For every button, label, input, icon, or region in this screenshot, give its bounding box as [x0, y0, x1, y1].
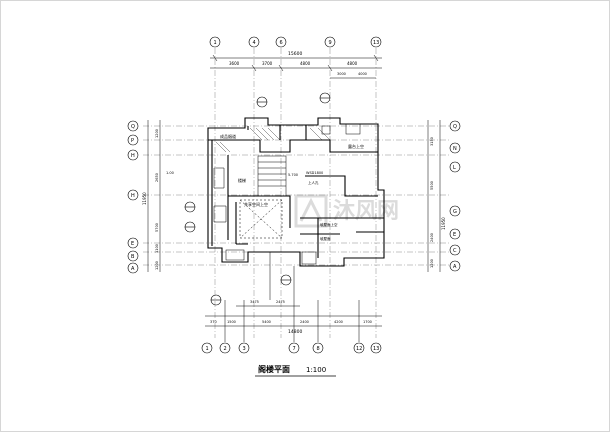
dim-right-seg-3: 2400 — [430, 233, 434, 242]
dim-left-seg-1: 1200 — [155, 129, 159, 138]
dim-bottom-total: 14800 — [288, 329, 302, 335]
axis-top-4: 9 — [329, 40, 332, 46]
dim-left-total: 11950 — [142, 192, 147, 205]
roof-hatching — [215, 127, 331, 153]
axis-right-1: Q — [453, 124, 457, 130]
label-shared-void: 共享空间上空 — [244, 201, 268, 207]
watermark-text: 沐风网 — [333, 199, 399, 224]
axis-bubbles-right — [449, 120, 461, 272]
axis-left-5: E — [131, 241, 134, 247]
axis-right-5: E — [453, 232, 456, 238]
interior-details — [213, 123, 361, 300]
dim-right-seg-1: 3150 — [430, 137, 434, 146]
label-flue: 成品烟道 — [220, 133, 236, 139]
axis-bubbles-bottom — [201, 342, 382, 354]
dim-top-seg-3: 4800 — [300, 61, 311, 66]
dim-left-seg-3: 5700 — [155, 223, 159, 232]
axis-bottom-1: 1 — [206, 346, 209, 352]
dim-right-total: 11950 — [441, 217, 446, 230]
label-slope: 坡屋面 — [320, 236, 331, 241]
axis-left-6: B — [131, 254, 135, 260]
dim-right-seg-4: 1200 — [430, 259, 434, 268]
building-walls — [207, 117, 385, 267]
axis-bubbles-top — [209, 36, 382, 48]
detail-callout-icon — [184, 92, 331, 306]
drawing-scale: 1:100 — [306, 366, 326, 374]
dim-top-inner-1: 3000 — [337, 72, 346, 76]
dim-bottom-seg-3: 5400 — [262, 320, 271, 324]
bottom-dimensions — [205, 300, 382, 342]
dim-top-total: 15600 — [288, 51, 302, 57]
top-dimensions — [210, 54, 382, 79]
dim-right-seg-2: 5500 — [430, 181, 434, 190]
label-level: 5.700 — [288, 173, 298, 177]
label-left-note: 1.00 — [166, 171, 174, 175]
axis-left-2: P — [131, 138, 134, 144]
label-stair: 楼梯 — [238, 177, 246, 183]
axis-right-4: G — [453, 209, 457, 215]
axis-bottom-5: 8 — [317, 346, 320, 352]
label-hatch: 上人孔 — [308, 180, 319, 185]
grid-lines — [143, 48, 450, 338]
left-dimensions — [147, 120, 161, 272]
axis-right-7: A — [453, 264, 457, 270]
axis-top-5: 13 — [373, 40, 379, 46]
right-dimensions — [427, 120, 441, 272]
axis-top-3: 6 — [280, 40, 283, 46]
label-terrace-void: 露台上空 — [348, 143, 364, 149]
dim-bottom-seg-6: 1700 — [363, 320, 372, 324]
dim-top-seg-1: 3600 — [229, 61, 240, 66]
dim-bottom-seg-2: 1500 — [227, 320, 236, 324]
dim-left-seg-5: 1200 — [155, 261, 159, 270]
dim-bottom-seg-4: 2400 — [300, 320, 309, 324]
axis-right-3: L — [453, 165, 456, 171]
axis-left-7: A — [131, 266, 135, 272]
dim-top-seg-2: 3700 — [262, 61, 273, 66]
dim-bottom-seg-1: 370 — [210, 320, 217, 324]
axis-left-3: H — [131, 153, 135, 159]
dim-left-seg-4: 1100 — [155, 244, 159, 253]
dim-bottom-inner-2: 2475 — [276, 300, 285, 304]
axis-bottom-4: 7 — [293, 346, 296, 352]
dim-left-seg-2: 2650 — [155, 173, 159, 182]
axis-top-1: 1 — [214, 40, 217, 46]
axis-bottom-3: 3 — [243, 346, 246, 352]
label-slope-void: 坡屋面上空 — [320, 222, 338, 227]
dim-top-seg-4: 4800 — [347, 61, 358, 66]
axis-bubbles-left — [127, 120, 139, 274]
axis-right-2: N — [453, 146, 457, 152]
axis-right-6: C — [453, 248, 457, 254]
dim-bottom-seg-5: 4200 — [334, 320, 343, 324]
axis-bottom-2: 2 — [224, 346, 227, 352]
axis-bottom-6: 12 — [356, 346, 362, 352]
axis-bottom-7: 13 — [373, 346, 379, 352]
axis-top-2: 4 — [253, 40, 256, 46]
dim-bottom-inner-1: 3475 — [250, 300, 259, 304]
dim-top-inner-2: 4000 — [358, 72, 367, 76]
watermark-logo-icon — [294, 194, 328, 228]
axis-left-1: Q — [131, 124, 135, 130]
drawing-title: 阁楼平面 — [258, 364, 290, 374]
axis-left-4: H — [131, 193, 135, 199]
label-window: WSD1800 — [306, 171, 323, 175]
